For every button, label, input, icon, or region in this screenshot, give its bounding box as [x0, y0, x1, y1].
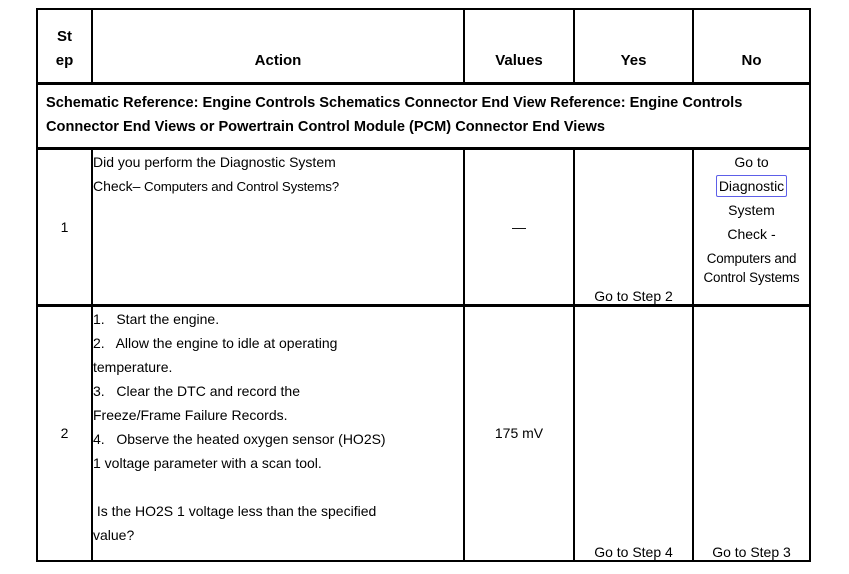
col-header-action: Action: [91, 8, 465, 84]
diagnostic-table: St ep Action Values Yes No Schematic Ref…: [36, 8, 811, 562]
table-header-row: St ep Action Values Yes No: [36, 8, 811, 84]
action-text-line: Check– Computers and Control Systems?: [93, 174, 463, 199]
action-text-line: Did you perform the Diagnostic System: [93, 153, 336, 170]
step-number: 1: [36, 146, 93, 306]
col-header-step: St ep: [36, 8, 93, 84]
no-text-line: System: [728, 201, 775, 218]
no-text-line: Go to: [734, 153, 769, 170]
table-row: 2 1. Start the engine. 2. Allow the engi…: [36, 303, 811, 562]
values-cell: —: [463, 146, 575, 306]
action-cell: Did you perform the Diagnostic System Ch…: [91, 146, 465, 306]
schematic-reference-row: Schematic Reference: Engine Controls Sch…: [36, 81, 811, 149]
col-header-yes: Yes: [573, 8, 694, 84]
yes-cell: Go to Step 2: [573, 146, 694, 306]
no-text-subtitle: Computers and Control Systems: [703, 250, 800, 285]
step-number: 2: [36, 303, 93, 562]
action-cell: 1. Start the engine. 2. Allow the engine…: [91, 303, 465, 562]
table-row: 1 Did you perform the Diagnostic System …: [36, 146, 811, 306]
no-cell: Go to Step 3: [692, 303, 811, 562]
action-text-segment: Check–: [93, 177, 141, 194]
no-text-line: Check -: [727, 225, 776, 242]
action-text-segment: Computers and Control Systems?: [140, 178, 340, 194]
diagnostic-system-check-link[interactable]: Diagnostic: [715, 174, 788, 197]
col-header-values: Values: [463, 8, 575, 84]
values-cell: 175 mV: [463, 303, 575, 562]
yes-cell: Go to Step 4: [573, 303, 694, 562]
schematic-reference-note: Schematic Reference: Engine Controls Sch…: [36, 81, 811, 149]
no-cell: Go to Diagnostic System Check - Computer…: [692, 146, 811, 306]
col-header-no: No: [692, 8, 811, 84]
no-text-line: Diagnostic: [694, 174, 809, 198]
